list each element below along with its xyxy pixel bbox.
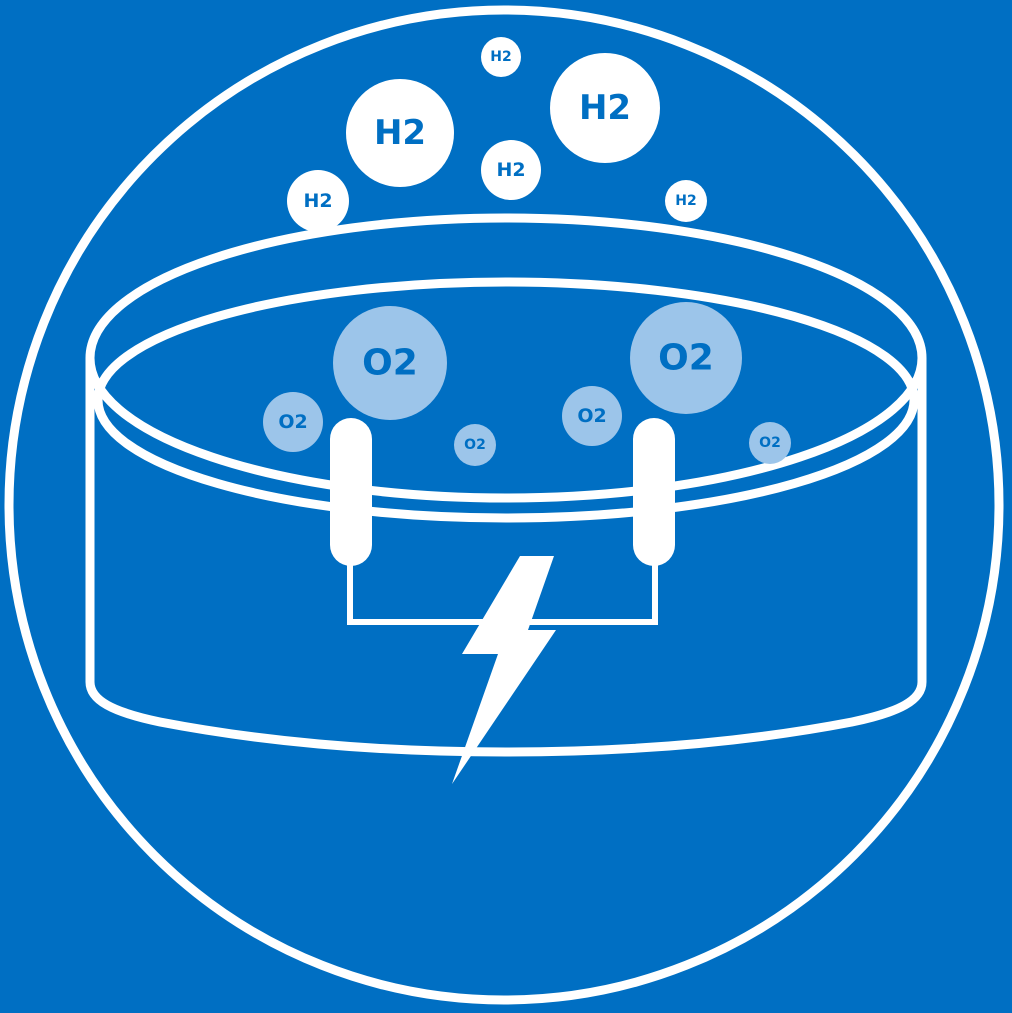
- tank-body-icon: [85, 358, 927, 757]
- h2-bubble: H2: [665, 180, 707, 222]
- o2-label: O2: [658, 338, 714, 379]
- o2-label: O2: [759, 435, 781, 451]
- h2-bubble: H2: [481, 37, 521, 77]
- h2-label: H2: [303, 190, 332, 212]
- water-surface-icon: [93, 277, 919, 523]
- h2-bubble: H2: [550, 53, 660, 163]
- o2-label: O2: [362, 343, 418, 384]
- tank-rim-icon: [85, 213, 927, 503]
- o2-label: O2: [577, 405, 606, 427]
- o2-bubble: O2: [333, 306, 447, 420]
- o2-label: O2: [464, 437, 486, 453]
- h2-bubble: H2: [287, 170, 349, 232]
- o2-bubble: O2: [454, 424, 496, 466]
- h2-bubble: H2: [346, 79, 454, 187]
- h2-label: H2: [496, 159, 525, 181]
- h2-label: H2: [579, 88, 631, 128]
- o2-label: O2: [278, 411, 307, 433]
- o2-bubble: O2: [749, 422, 791, 464]
- h2-bubble: H2: [481, 140, 541, 200]
- h2-label: H2: [490, 49, 511, 65]
- o2-bubble: O2: [630, 302, 742, 414]
- h2-label: H2: [374, 113, 426, 153]
- h2-label: H2: [675, 193, 696, 209]
- lightning-bolt-icon: [452, 556, 556, 784]
- left-electrode-icon: [330, 418, 372, 566]
- outer-circle-icon: [4, 5, 1004, 1005]
- o2-bubble: O2: [263, 392, 323, 452]
- right-electrode-icon: [633, 418, 675, 566]
- o2-bubble: O2: [562, 386, 622, 446]
